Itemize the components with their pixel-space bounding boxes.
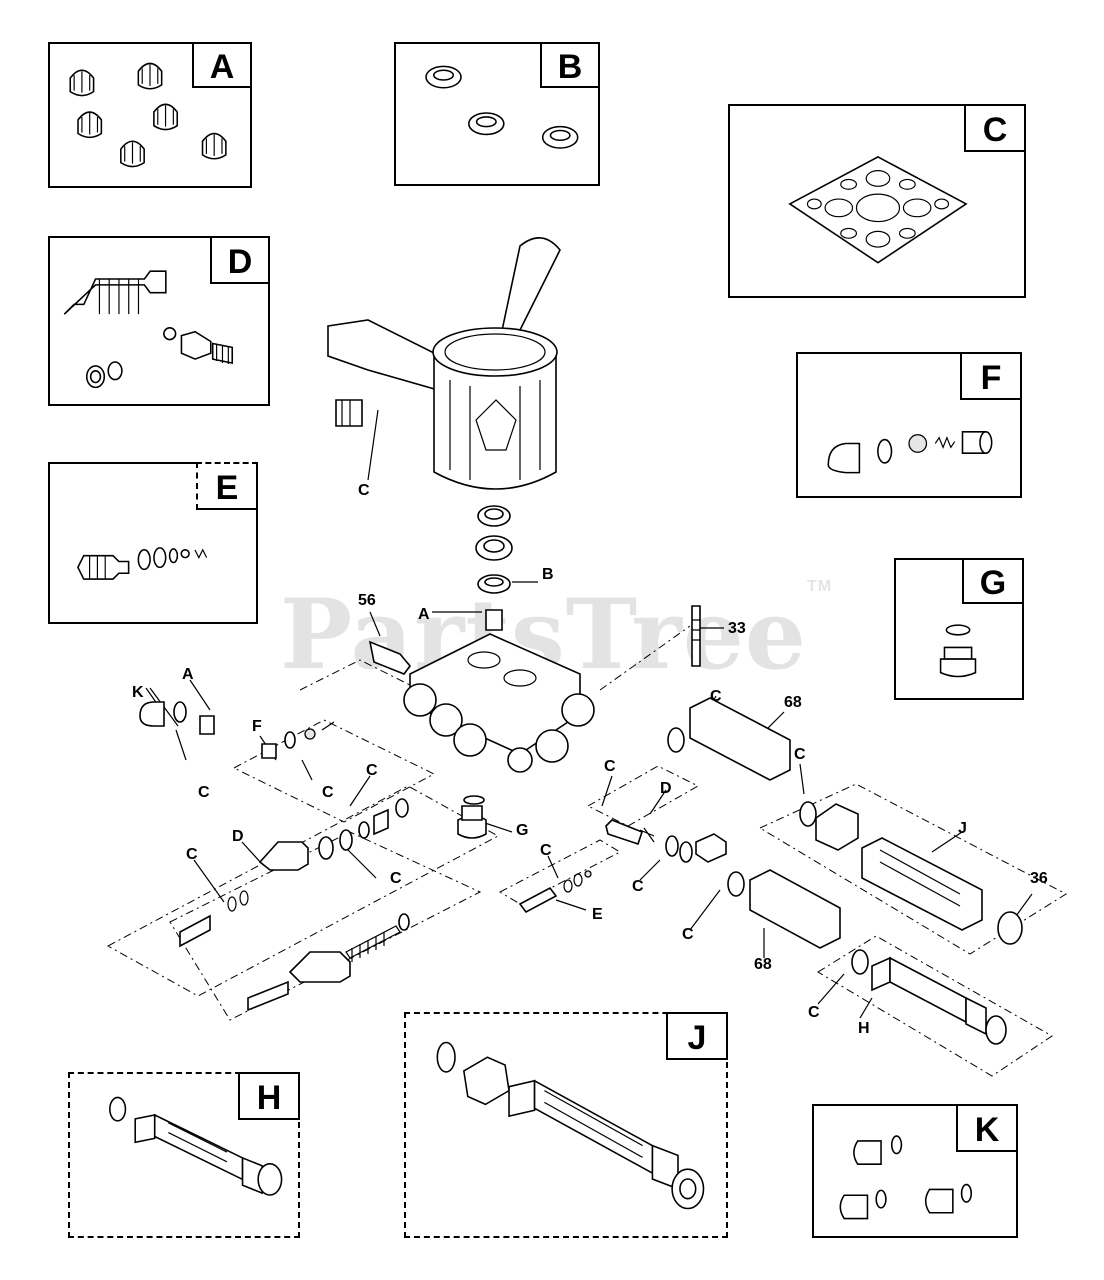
callout-c-h: C (808, 1004, 820, 1021)
kit-label-k: K (956, 1104, 1018, 1152)
hose-connector-kit-art (436, 1041, 705, 1210)
trademark-mark: TM (806, 578, 833, 595)
kit-label-d: D (210, 236, 270, 284)
callout-k-left: K (132, 684, 144, 701)
kit-box-a: A (48, 42, 252, 188)
leader-lines (145, 409, 1033, 1019)
kit-label-c: C (964, 104, 1026, 152)
callout-c-left: C (198, 784, 210, 801)
callout-c-f: C (322, 784, 334, 801)
kit-label-f: F (960, 352, 1022, 400)
kit-box-g: G (894, 558, 1024, 700)
kit-label-a: A (192, 42, 252, 88)
kit-box-b: B (394, 42, 600, 186)
kit-box-d: D (48, 236, 270, 406)
callout-68-bottom: 68 (754, 956, 772, 973)
kit-label-e: E (196, 462, 258, 510)
kit-box-f: F (796, 352, 1022, 498)
callout-c-j: C (794, 746, 806, 763)
callout-c-mid1: C (632, 878, 644, 895)
kit-label-j: J (666, 1012, 728, 1060)
callout-c-e: C (540, 842, 552, 859)
callout-a-left: A (182, 666, 194, 683)
kit-box-c: C (728, 104, 1026, 298)
unloader-kit-art (63, 270, 234, 389)
callout-h-right: H (858, 1020, 870, 1037)
valve-kit-art (69, 62, 227, 168)
callout-j-right: J (958, 820, 967, 837)
callout-c-housing: C (358, 482, 370, 499)
callout-g-center: G (516, 822, 529, 839)
callout-c-d2: C (390, 870, 402, 887)
center-valve-parts (518, 819, 655, 914)
seal-kit-art (425, 65, 579, 149)
callout-e-center: E (592, 906, 603, 923)
kit-box-k: K (812, 1104, 1018, 1238)
kit-box-j: J (404, 1012, 728, 1238)
callout-68-top: 68 (784, 694, 802, 711)
callout-c-upper: C (366, 762, 378, 779)
left-valve-parts (139, 701, 410, 1012)
inlet-fitting-kit-art (109, 1096, 283, 1196)
thermal-relief-kit-art (77, 547, 208, 580)
kit-box-e: E (48, 462, 258, 624)
callout-c-dright: C (604, 758, 616, 775)
gasket-kit-art (788, 156, 968, 264)
callout-f-left: F (252, 718, 262, 735)
check-valve-kit-art (827, 431, 993, 474)
callout-d-left: D (232, 828, 244, 845)
callout-b-seal: B (542, 566, 554, 583)
callout-56: 56 (358, 592, 376, 609)
kit-box-h: H (68, 1072, 300, 1238)
plug-oring-kit-art (839, 1135, 973, 1220)
callout-d-right: D (660, 780, 672, 797)
callout-c-d1: C (186, 846, 198, 863)
right-fittings (665, 697, 1023, 1045)
callout-36: 36 (1030, 870, 1048, 887)
callout-33: 33 (728, 620, 746, 637)
callout-a-valve-top: A (418, 606, 430, 623)
plug-kit-art (939, 624, 977, 678)
crankcase-housing (327, 237, 561, 490)
callout-c-mid2: C (682, 926, 694, 943)
kit-label-b: B (540, 42, 600, 88)
kit-label-h: H (238, 1072, 300, 1120)
callout-c-68top: C (710, 688, 722, 705)
kit-label-g: G (962, 558, 1024, 604)
